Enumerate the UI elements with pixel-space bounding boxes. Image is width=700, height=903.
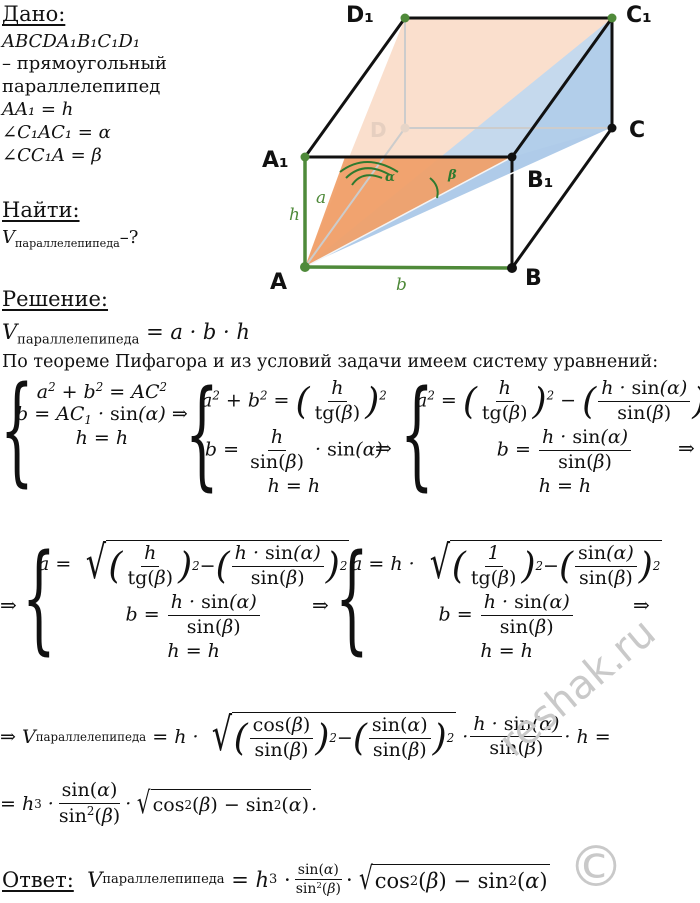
find-heading: Найти: [2,198,80,222]
s5-eq2: b = h · sin(α)sin(β) [439,591,575,639]
label-a-edge: a [316,188,327,208]
formula-v: V [2,320,18,344]
diagonal-ac [304,127,613,268]
given-angle-beta: ∠CC₁A = β [2,145,102,166]
label-b1: B₁ [527,168,554,193]
s3-eq2: b = h · sin(α)sin(β) [497,426,633,474]
find-tail: –? [119,227,139,248]
parallelepiped-figure [300,13,617,273]
given-section: Дано: [2,2,65,26]
beta-arc [429,177,439,199]
s3-eq3: h = h [538,475,592,498]
given-aa1: AA₁ = h [2,99,74,120]
answer-v-sub: параллелепипеда [102,872,225,888]
find-target: Vпараллелепипеда–? [2,228,138,254]
find-v: V [2,227,15,248]
system-2-brace: { [185,364,219,502]
arrow-2: ⇒ [375,436,392,460]
vertex-b [507,263,517,273]
label-beta: β [448,168,457,183]
vertex-c [607,123,617,133]
system-4-brace: { [22,528,56,666]
watermark-copyright: © [568,835,624,900]
label-b: B [525,266,542,291]
given-heading: Дано: [2,2,66,26]
label-alpha: α [385,170,396,185]
vertex-d [400,123,410,133]
system-3: { a2 = (htg(β))2 − (h · sin(α)sin(β))2 b… [400,374,700,514]
label-h: h [289,205,300,225]
s4-eq2: b = h · sin(α)sin(β) [126,591,262,639]
alpha-arc-1 [351,174,383,186]
label-d1: D₁ [346,3,374,28]
system-3-brace: { [400,364,434,502]
system-5-brace: { [335,528,369,666]
edge-b1c1 [510,17,614,158]
solution-heading: Решение: [2,287,109,311]
s4-eq3: h = h [167,640,220,663]
vertex-b1 [507,152,517,162]
s1-eq3: h = h [75,427,129,450]
s2-eq3: h = h [267,475,321,498]
s3-eq1: a2 = (htg(β))2 − (h · sin(α)sin(β))2 [416,377,700,425]
vertex-a1 [300,152,310,162]
alpha-arc-2 [345,167,391,179]
s5-eq3: h = h [480,640,533,663]
answer-label: Ответ: [2,867,74,892]
system-1: { a2 + b2 = AC2 b = AC1 · sin(α) ⇒ h = h [0,370,200,504]
given-angle-alpha: ∠C₁AC₁ = α [2,122,111,143]
s1-eq2: b = AC1 · sin(α) ⇒ [16,403,188,428]
edge-a1d1 [303,17,407,158]
label-c: C [629,118,646,143]
label-a1: A₁ [262,148,289,173]
label-c1: C₁ [626,3,652,28]
diagonal-ab1 [304,156,513,268]
volume-formula: Vпараллелепипеда = a · b · h [2,320,250,348]
answer-v: V [87,867,103,892]
arrow-4-out: ⇒ [312,593,329,617]
alpha-arc-3 [339,161,399,173]
system-1-eqs: a2 + b2 = AC2 b = AC1 · sin(α) ⇒ h = h [16,380,188,449]
arrow-4-in: ⇒ [0,593,17,617]
system-1-brace: { [0,360,34,498]
vertex-a [300,262,310,272]
label-d: D [370,118,387,142]
find-v-sub: параллелепипеда [15,236,120,250]
label-a: A [270,270,288,295]
vertex-c1 [607,13,617,23]
given-desc-2: параллелепипед [2,76,161,97]
vertex-d1 [400,13,410,23]
given-desc-1: – прямоугольный [2,53,167,74]
formula-v-sub: параллелепипеда [17,332,140,348]
solution-intro: По теореме Пифагора и из условий задачи … [2,352,659,372]
hidden-edge-ad [304,127,406,268]
s1-eq1: a2 + b2 = AC2 [36,380,167,404]
edge-ab-b [304,265,513,270]
deriv-v-sub: параллелепипеда [35,729,147,744]
arrow-5-out: ⇒ [633,593,650,617]
label-b-edge: b [396,275,407,295]
arrow-3: ⇒ [678,436,695,460]
given-object: ABCDA₁B₁C₁D₁ [2,31,141,52]
system-3-eqs: a2 = (htg(β))2 − (h · sin(α)sin(β))2 b =… [416,377,700,498]
formula-rhs: = a · b · h [139,320,250,344]
edge-bc [510,127,614,269]
